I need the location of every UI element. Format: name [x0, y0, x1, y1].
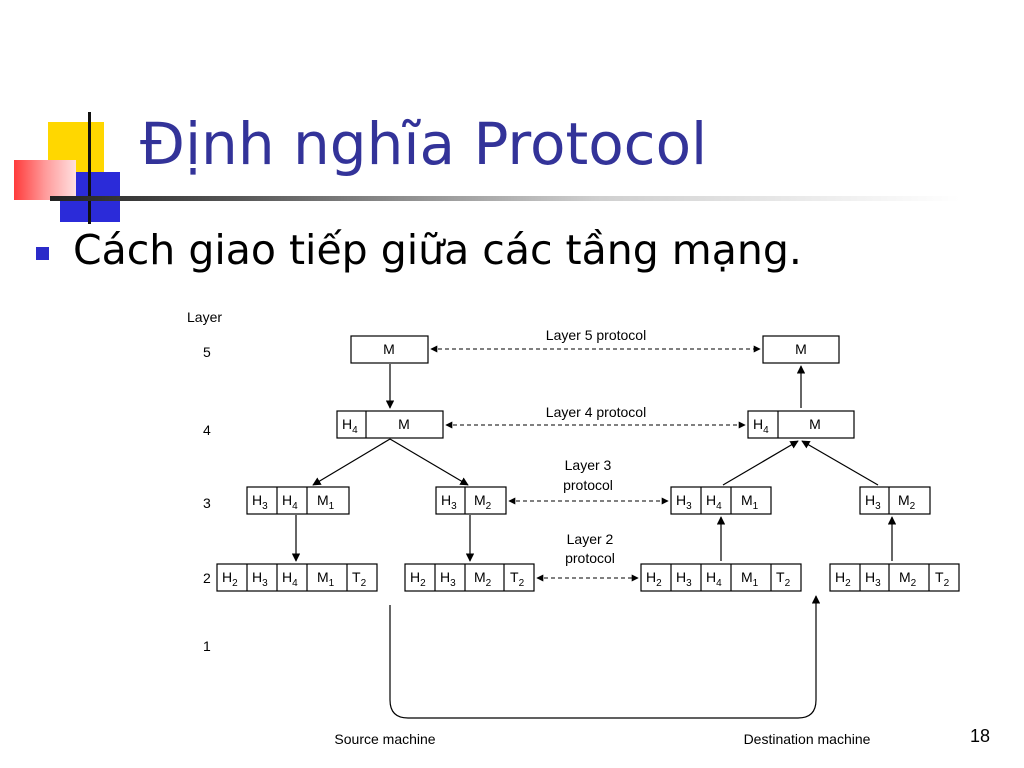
layer4-protocol-label: Layer 4 protocol — [546, 404, 646, 420]
frame-src-l2b — [404, 563, 535, 592]
bullet-text: Cách giao tiếp giữa các tầng mạng. — [73, 226, 802, 274]
cell-h3: H3 — [676, 492, 692, 512]
cell-h3: H3 — [865, 492, 881, 512]
cell-h2: H2 — [646, 569, 662, 589]
cell-t2: T2 — [352, 569, 367, 589]
frame-dst-l5 — [762, 335, 840, 364]
frame-src-l5 — [350, 335, 429, 364]
cell-h3: H3 — [441, 492, 457, 512]
cell-m2: M2 — [899, 569, 917, 589]
cell-t2: T2 — [776, 569, 791, 589]
source-machine-label: Source machine — [334, 731, 435, 747]
flow-arrows — [291, 364, 897, 719]
cell-h3: H3 — [252, 492, 268, 512]
layer3-protocol-label-2: protocol — [563, 477, 613, 493]
frame-dst-l3a — [670, 486, 772, 515]
cell-h4: H4 — [282, 492, 298, 512]
cell-h4: H4 — [753, 416, 769, 436]
cell-h4: H4 — [706, 569, 722, 589]
frame-src-l2a — [216, 563, 378, 592]
cell-labels: M M H4 M H4 M H3 H4 M1 H3 M2 H3 H4 M1 H3… — [222, 341, 950, 589]
physical-link — [389, 595, 821, 719]
cell-h4: H4 — [282, 569, 298, 589]
cell-m2: M2 — [474, 569, 492, 589]
cell-h3: H3 — [440, 569, 456, 589]
cell-m: M — [795, 341, 807, 357]
layer2-protocol-label-1: Layer 2 — [567, 531, 614, 547]
bullet-item: Cách giao tiếp giữa các tầng mạng. — [36, 226, 802, 274]
layer-heading: Layer — [187, 309, 222, 325]
layer3-protocol-label-1: Layer 3 — [565, 457, 612, 473]
layer5-protocol-label: Layer 5 protocol — [546, 327, 646, 343]
cell-h3: H3 — [865, 569, 881, 589]
cell-h2: H2 — [410, 569, 426, 589]
bullet-icon — [36, 246, 49, 260]
cell-m1: M1 — [741, 492, 759, 512]
cell-m2: M2 — [474, 492, 492, 512]
cell-t2: T2 — [935, 569, 950, 589]
frame-dst-l3b — [859, 486, 931, 515]
cell-m: M — [398, 416, 410, 432]
layer-number-5: 5 — [203, 344, 211, 360]
layer2-protocol-label-2: protocol — [565, 550, 615, 566]
cell-m1: M1 — [741, 569, 759, 589]
cell-m1: M1 — [317, 569, 335, 589]
peer-protocol-arrows — [430, 345, 761, 582]
frame-src-l3a — [246, 486, 350, 515]
layer-number-1: 1 — [203, 638, 211, 654]
cell-h3: H3 — [676, 569, 692, 589]
frame-src-l4 — [336, 410, 444, 439]
slide-title: Định nghĩa Protocol — [140, 110, 708, 178]
frame-src-l3b — [435, 486, 507, 515]
cell-m: M — [809, 416, 821, 432]
frame-dst-l2a — [640, 563, 802, 592]
cell-t2: T2 — [510, 569, 525, 589]
layer-number-2: 2 — [203, 570, 211, 586]
frame-boxes — [216, 335, 960, 592]
cell-m: M — [383, 341, 395, 357]
cell-m1: M1 — [317, 492, 335, 512]
layer-number-4: 4 — [203, 422, 211, 438]
destination-machine-label: Destination machine — [744, 731, 871, 747]
cell-h2: H2 — [222, 569, 238, 589]
cell-m2: M2 — [898, 492, 916, 512]
frame-dst-l4 — [747, 410, 855, 439]
cell-h3: H3 — [252, 569, 268, 589]
cell-h2: H2 — [835, 569, 851, 589]
cell-h4: H4 — [706, 492, 722, 512]
frame-dst-l2b — [829, 563, 960, 592]
layer-number-3: 3 — [203, 495, 211, 511]
slide-number: 18 — [970, 726, 991, 746]
cell-h4: H4 — [342, 416, 358, 436]
